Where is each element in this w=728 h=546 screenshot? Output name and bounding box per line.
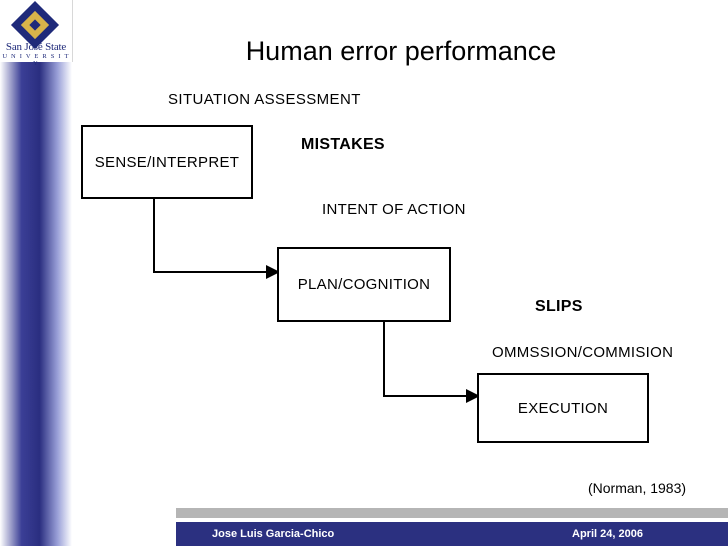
diamond-logo-core-icon — [29, 19, 41, 31]
citation-text: (Norman, 1983) — [588, 480, 687, 496]
footer-divider — [176, 508, 728, 518]
label-slips: SLIPS — [535, 298, 583, 315]
left-decorative-bar: San José State U N I V E R S I T Y — [0, 0, 73, 546]
label-ommssion-commision: OMMSSION/COMMISION — [492, 344, 674, 361]
label-mistakes: MISTAKES — [301, 136, 385, 153]
logo-line1: San José State — [5, 41, 67, 53]
footer-author: Jose Luis Garcia-Chico — [212, 528, 335, 540]
gradient-stripe — [0, 0, 72, 546]
label-situation-assessment: SITUATION ASSESSMENT — [168, 91, 361, 108]
label-intent-of-action: INTENT OF ACTION — [322, 201, 466, 218]
page-title: Human error performance — [245, 36, 557, 66]
logo-line2: U N I V E R S I T Y — [2, 53, 70, 67]
footer-bar — [176, 522, 728, 546]
university-logo: San José State U N I V E R S I T Y — [0, 0, 73, 67]
box-sense-interpret: SENSE/INTERPRET — [81, 125, 253, 199]
box-execution: EXECUTION — [477, 373, 649, 443]
footer-date: April 24, 2006 — [572, 528, 643, 540]
box-plan-cognition: PLAN/COGNITION — [277, 247, 451, 322]
diamond-logo-inner-icon — [20, 10, 50, 40]
